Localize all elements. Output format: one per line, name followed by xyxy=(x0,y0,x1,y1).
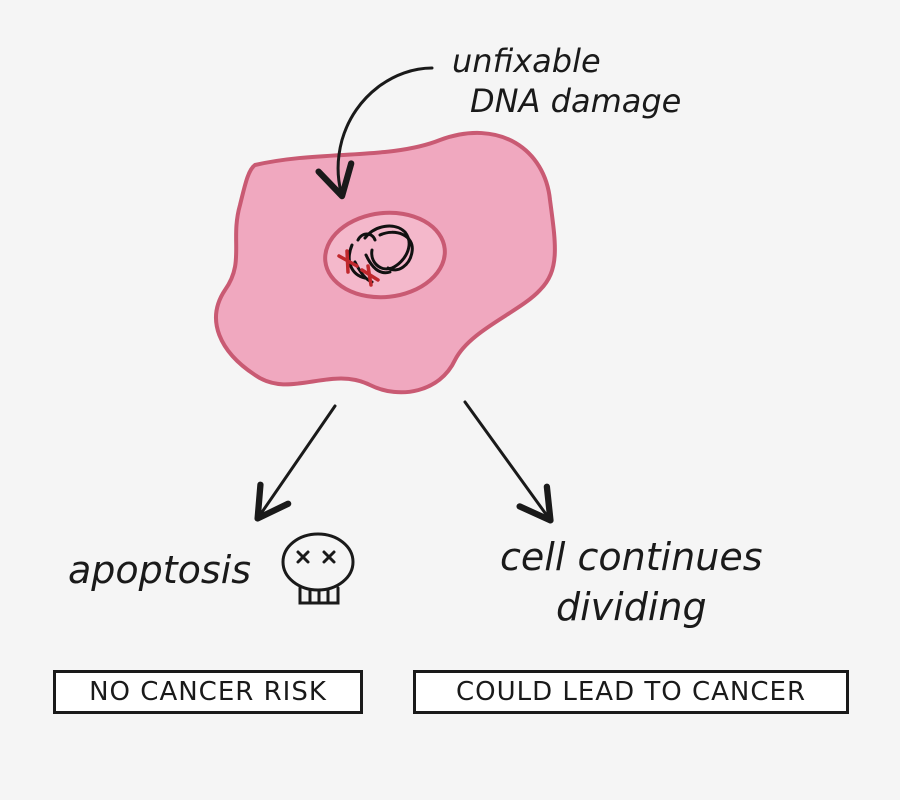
outcome-apoptosis-label: apoptosis xyxy=(68,548,252,592)
annotation-line-2: DNA damage xyxy=(470,82,681,120)
result-no-cancer-risk: NO CANCER RISK xyxy=(53,670,363,714)
outcome-dividing-label-line-2: dividing xyxy=(556,585,707,629)
outcome-dividing-label-line-1: cell continues xyxy=(500,535,763,579)
annotation-arrow xyxy=(315,66,434,200)
chromosome-icon xyxy=(347,224,414,284)
annotation-line-1: unfixable xyxy=(452,42,601,80)
dna-damage-marks xyxy=(337,249,380,287)
arrow-to-apoptosis xyxy=(254,404,337,522)
result-could-lead-to-cancer: COULD LEAD TO CANCER xyxy=(413,670,849,714)
cell-nucleus xyxy=(323,210,447,300)
arrow-to-dividing xyxy=(463,400,554,524)
skull-icon xyxy=(281,532,355,605)
